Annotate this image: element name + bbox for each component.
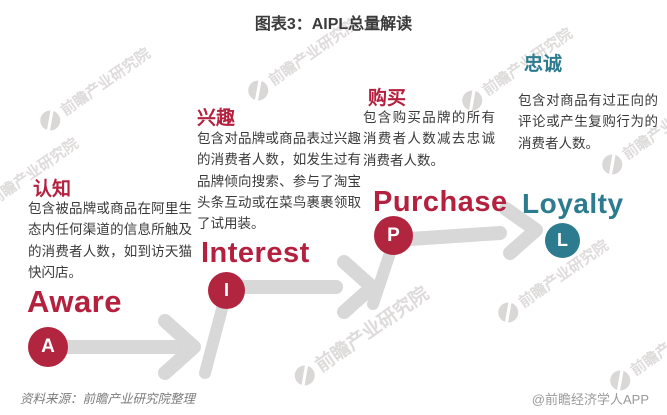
stage-aware-description: 包含被品牌或商品在阿里生态内任何渠道的信息所触及的消费者人数，如到访天猫快闪店。 (28, 201, 192, 280)
stage-aware-title-cn: 认知 (33, 179, 72, 200)
stage-loyalty-title-en: Loyalty (522, 188, 624, 219)
stage-interest-description: 包含对品牌或商品表过兴趣的消费者人数，如发生过有品牌倾向搜索、参与了淘宝头条互动… (197, 131, 361, 232)
stage-loyalty-node: L (545, 223, 580, 258)
stage-purchase-title-cn: 购买 (368, 88, 407, 109)
stage-interest-title-cn: 兴趣 (197, 108, 236, 129)
credit-note: @前瞻经济学人APP (531, 392, 649, 407)
arrow-riser-interest-purchase (367, 244, 397, 310)
source-note: 资料来源：前瞻产业研究院整理 (20, 392, 196, 406)
stage-interest-title-en: Interest (201, 237, 310, 269)
stage-loyalty-title-cn: 忠诚 (524, 54, 563, 75)
stage-purchase-description: 包含购买品牌的所有消费者人数减去忠诚消费者人数。 (363, 110, 495, 168)
arrow-riser-aware-interest (199, 299, 229, 379)
arrow-shaft-purchase-loyalty (403, 226, 507, 246)
stage-loyalty-letter: L (557, 230, 568, 250)
stage-aware-node: A (28, 327, 68, 367)
stage-interest-letter: I (223, 280, 229, 300)
arrow-head-purchase-loyalty (499, 202, 543, 260)
page-title: 图表3：AIPL总量解读 (254, 16, 413, 33)
stage-aware-letter: A (41, 336, 55, 357)
stage-interest-node: I (208, 272, 245, 309)
stage-purchase-letter: P (387, 224, 400, 246)
stage-purchase-node: P (374, 216, 413, 255)
stage-aware-title-en: Aware (27, 284, 122, 319)
stage-loyalty-description: 包含对商品有过正向的评论或产生复购行为的消费者人数。 (518, 93, 658, 151)
stage-purchase-title-en: Purchase (373, 186, 508, 218)
arrow-head-aware-interest (158, 314, 201, 380)
arrow-head-interest-purchase (337, 255, 379, 319)
